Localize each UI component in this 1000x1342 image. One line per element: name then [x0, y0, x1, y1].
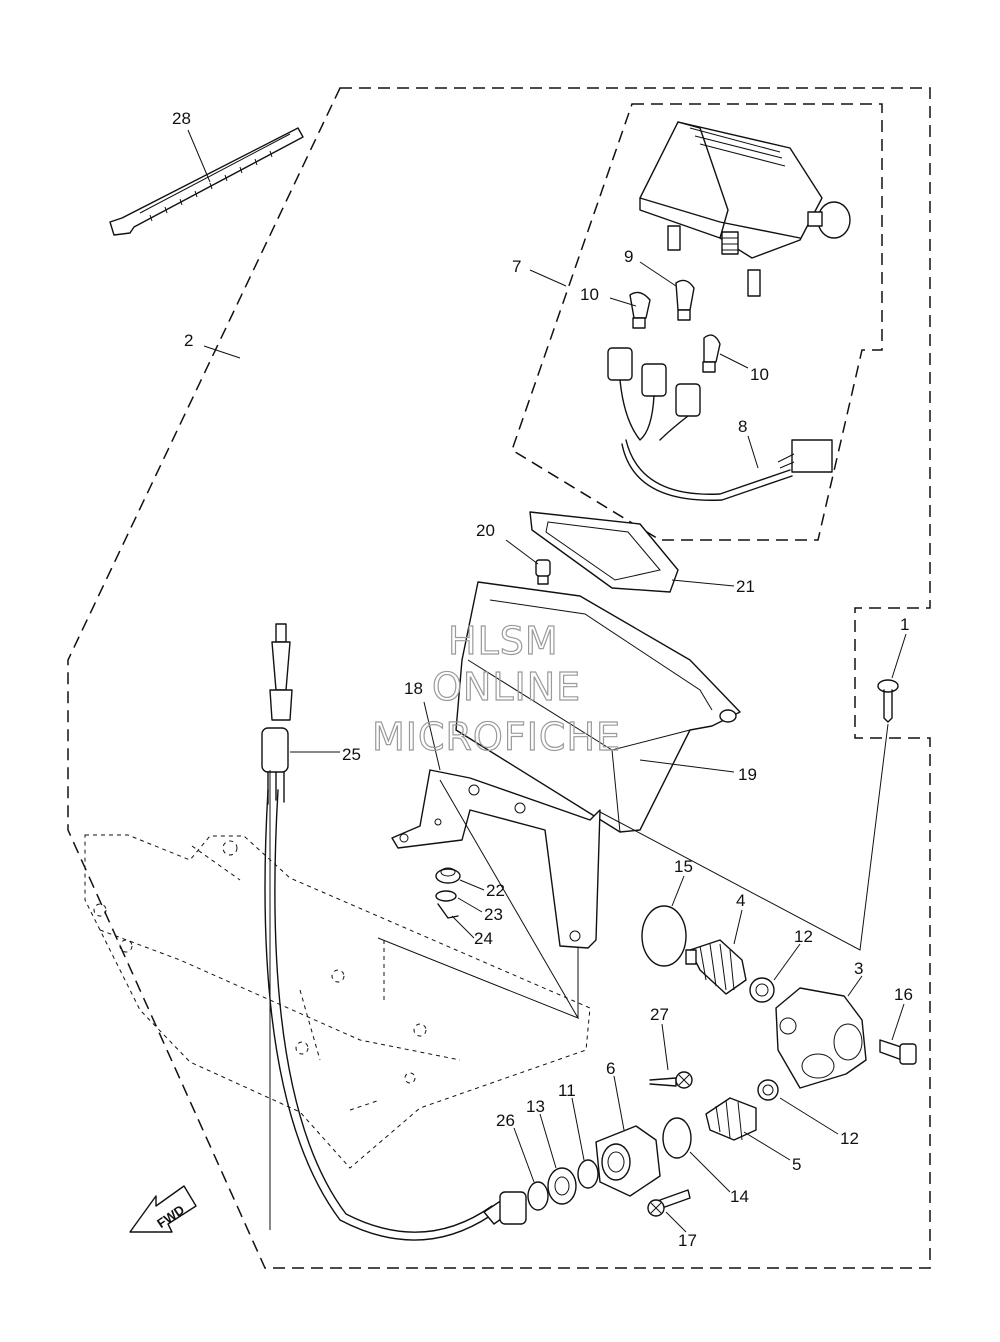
- watermark: HLSM ONLINE MICROFICHE: [371, 618, 621, 759]
- forward-arrow: FWD: [129, 1185, 197, 1233]
- callout-22: 22: [486, 881, 505, 900]
- callout-25: 25: [342, 745, 361, 764]
- meter-subassembly-outline: [511, 103, 883, 541]
- gear-housing-3: [775, 987, 867, 1089]
- callout-27: 27: [650, 1005, 669, 1024]
- callout-5: 5: [792, 1155, 801, 1174]
- bolt-16: [879, 1039, 917, 1065]
- bulb-9: [675, 279, 695, 321]
- callout-12-upper: 12: [794, 927, 813, 946]
- gear-4: [685, 939, 747, 995]
- callout-18: 18: [404, 679, 423, 698]
- watermark-line-3: MICROFICHE: [372, 715, 621, 759]
- meter-housing: [455, 581, 741, 833]
- callout-23: 23: [484, 905, 503, 924]
- bushing-12-upper: [749, 977, 775, 1003]
- callout-10-left: 10: [580, 285, 599, 304]
- watermark-line-1: HLSM: [448, 619, 559, 663]
- meter-assembly: [639, 121, 851, 297]
- callout-15: 15: [674, 857, 693, 876]
- callout-21: 21: [736, 577, 755, 596]
- callout-20: 20: [476, 521, 495, 540]
- callout-19: 19: [738, 765, 757, 784]
- o-ring-15: [641, 905, 687, 967]
- nut-24: [437, 903, 459, 919]
- gear-5: [705, 1097, 757, 1141]
- callout-17: 17: [678, 1231, 697, 1250]
- assembly-outline: [67, 87, 931, 1269]
- watermark-line-2: ONLINE: [432, 665, 581, 709]
- callout-10-right: 10: [750, 365, 769, 384]
- callout-7: 7: [512, 257, 521, 276]
- cable-tie: [109, 127, 304, 236]
- callout-12-lower: 12: [840, 1129, 859, 1148]
- o-ring-26: [527, 1181, 549, 1211]
- bulb-10-right: [702, 334, 721, 373]
- callout-4: 4: [736, 891, 745, 910]
- grommet-22: [435, 867, 461, 884]
- callouts: 28 2 7 9 10 10 8 20 21 1 18 25 19 22 23 …: [172, 109, 913, 1250]
- callout-13: 13: [526, 1097, 545, 1116]
- callout-14: 14: [730, 1187, 749, 1206]
- callout-9: 9: [624, 247, 633, 266]
- collar-23: [435, 890, 457, 902]
- frame-outline: [84, 834, 591, 1169]
- meter-cover: [529, 511, 679, 593]
- speedometer-cable: [261, 623, 527, 1241]
- bulb-10-left: [629, 291, 651, 329]
- washer-11: [577, 1159, 599, 1189]
- callout-11: 11: [558, 1081, 576, 1100]
- callout-2: 2: [184, 331, 193, 350]
- callout-8: 8: [738, 417, 747, 436]
- callout-24: 24: [474, 929, 493, 948]
- assembly-leaders: [269, 723, 889, 1230]
- callout-3: 3: [854, 959, 863, 978]
- oil-seal-13: [547, 1167, 577, 1205]
- meter-bracket: [391, 769, 601, 949]
- adapter-6: [595, 1125, 661, 1197]
- callout-6: 6: [606, 1059, 615, 1078]
- screw-17: [647, 1189, 691, 1217]
- callout-26: 26: [496, 1111, 515, 1130]
- callout-28: 28: [172, 109, 191, 128]
- bushing-12-lower: [757, 1079, 779, 1101]
- callout-1: 1: [900, 615, 909, 634]
- o-ring-14: [662, 1117, 692, 1159]
- screw-20: [535, 559, 551, 585]
- callout-16: 16: [894, 985, 913, 1004]
- screw-27: [649, 1071, 693, 1089]
- callout-leaders: [187, 129, 907, 1233]
- bolt-1: [877, 679, 899, 723]
- bulb-socket-harness: [607, 347, 833, 501]
